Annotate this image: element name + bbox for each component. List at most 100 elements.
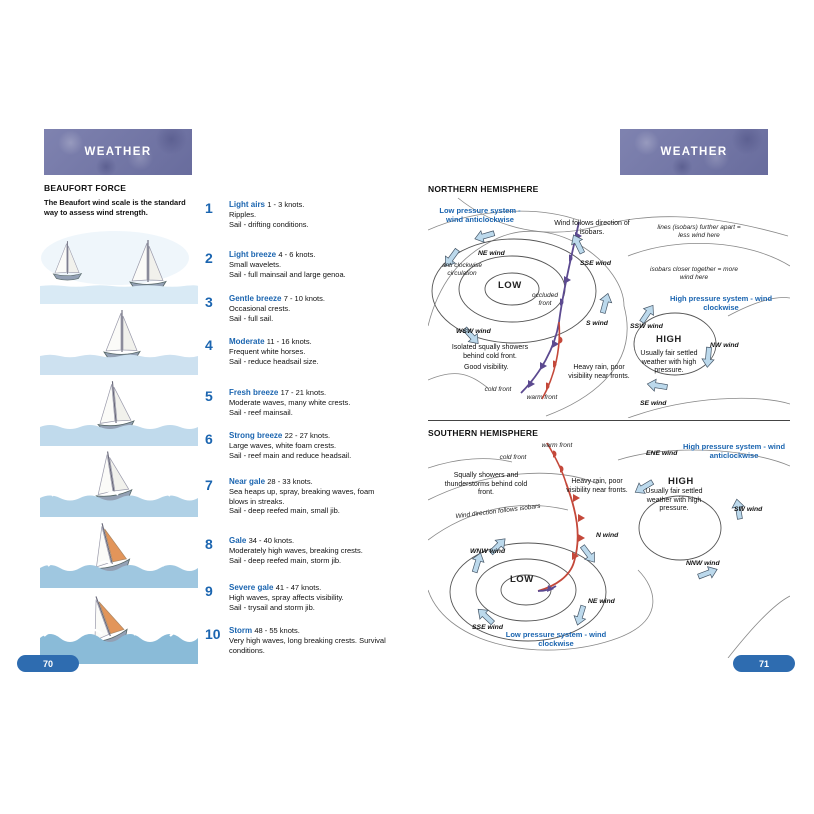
label-ssw-wind: SSW wind <box>630 323 663 330</box>
occluded-front <box>537 585 557 592</box>
boat-illustration-storm <box>40 589 198 664</box>
beaufort-name: Gentle breeze <box>229 294 282 303</box>
beaufort-desc: Occasional crests. <box>229 304 291 313</box>
beaufort-number: 7 <box>205 477 213 493</box>
label-sse-wind: SSE wind <box>472 624 503 631</box>
beaufort-item-9: 9 Severe gale 41 - 47 knots. High waves,… <box>205 583 395 612</box>
beaufort-knots: 22 - 27 knots. <box>284 431 331 440</box>
beaufort-desc: Sail - deep reefed main, small jib. <box>229 506 340 515</box>
chapter-badge-right: WEATHER <box>620 129 768 175</box>
beaufort-knots: 28 - 33 knots. <box>267 477 313 486</box>
beaufort-name: Storm <box>229 626 253 635</box>
beaufort-knots: 17 - 21 knots. <box>280 388 327 397</box>
label-ene-wind: ENE wind <box>646 450 678 457</box>
beaufort-knots: 11 - 16 knots. <box>266 337 312 346</box>
beaufort-item-4: 4 Moderate 11 - 16 knots. Frequent white… <box>205 337 395 366</box>
beaufort-desc: Ripples. <box>229 210 257 219</box>
page-number-right: 71 <box>733 655 795 672</box>
beaufort-desc: Moderately high waves, breaking crests. <box>229 546 363 555</box>
beaufort-name: Near gale <box>229 477 266 486</box>
label-low-pressure-system: Low pressure system - wind clockwise <box>505 630 607 648</box>
label-low: LOW <box>510 574 534 585</box>
beaufort-knots: 1 - 3 knots. <box>267 200 305 209</box>
isobar-lines <box>428 197 790 418</box>
boat-illustrations <box>40 228 198 664</box>
beaufort-number: 9 <box>205 583 213 599</box>
label-n-wind: N wind <box>596 532 619 539</box>
beaufort-number: 3 <box>205 294 213 310</box>
northern-hemisphere-title: NORTHERN HEMISPHERE <box>428 184 539 194</box>
beaufort-intro: The Beaufort wind scale is the standard … <box>44 198 186 217</box>
beaufort-knots: 34 - 40 knots. <box>248 536 295 545</box>
label-sse-wind: SSE wind <box>580 260 611 267</box>
beaufort-number: 4 <box>205 337 213 353</box>
beaufort-desc: High waves, spray affects visibility. <box>229 593 344 602</box>
beaufort-item-10: 10 Storm 48 - 55 knots. Very high waves,… <box>205 626 395 655</box>
beaufort-item-6: 6 Strong breeze 22 - 27 knots. Large wav… <box>205 431 395 460</box>
cold-front <box>537 482 585 592</box>
label-high-pressure-system: High pressure system - wind clockwise <box>669 294 773 312</box>
label-squally-showers: Isolated squally showers behind cold fro… <box>451 344 529 360</box>
beaufort-force-title: BEAUFORT FORCE <box>44 183 127 193</box>
label-nw-wind: NW wind <box>710 342 739 349</box>
isobar-lines <box>428 449 790 658</box>
beaufort-item-7: 7 Near gale 28 - 33 knots. Sea heaps up,… <box>205 477 395 516</box>
label-wnw-wind: WNW wind <box>470 548 506 555</box>
beaufort-item-8: 8 Gale 34 - 40 knots. Moderately high wa… <box>205 536 395 565</box>
boat-illustration-gale <box>40 518 198 588</box>
cold-front <box>520 321 560 394</box>
beaufort-desc: Sail - full mainsail and large genoa. <box>229 269 346 279</box>
label-wind-follows: Wind follows direction of isobars. <box>554 220 630 236</box>
label-high-pressure-system: High pressure system - wind anticlockwis… <box>682 442 786 460</box>
beaufort-number: 1 <box>205 200 213 216</box>
beaufort-desc: Very high waves, long breaking crests. S… <box>229 636 386 655</box>
label-heavy-rain: Heavy rain, poor visibility near fronts. <box>568 364 630 380</box>
pressure-isobars <box>449 495 722 642</box>
beaufort-knots: 41 - 47 knots. <box>275 583 322 592</box>
label-occluded-front: occluded front <box>531 292 559 307</box>
label-isobars-closer: isobars closer together = more wind here <box>650 266 738 281</box>
label-high: HIGH <box>656 334 682 345</box>
warm-front <box>546 442 567 484</box>
beaufort-name: Strong breeze <box>229 431 283 440</box>
section-divider <box>428 420 790 421</box>
chapter-badge-left: WEATHER <box>44 129 192 175</box>
warm-front <box>541 321 563 400</box>
occluded-front <box>558 221 582 323</box>
southern-diagram-art <box>428 442 790 658</box>
beaufort-name: Light breeze <box>229 250 277 259</box>
pressure-isobars <box>431 238 717 376</box>
beaufort-desc: Sail - deep reefed main, storm jib. <box>229 555 342 565</box>
chapter-badge-label: WEATHER <box>660 146 728 158</box>
beaufort-name: Gale <box>229 536 247 545</box>
beaufort-name: Light airs <box>229 200 266 209</box>
northern-diagram-art <box>428 197 790 418</box>
boat-illustration-gentle <box>40 379 198 446</box>
beaufort-desc: Sail - drifting conditions. <box>229 219 309 229</box>
beaufort-item-3: 3 Gentle breeze 7 - 10 knots. Occasional… <box>205 294 395 323</box>
beaufort-desc: Frequent white horses. <box>229 347 306 356</box>
beaufort-knots: 7 - 10 knots. <box>283 294 325 303</box>
beaufort-name: Severe gale <box>229 583 274 592</box>
label-se-wind: SE wind <box>640 400 667 407</box>
beaufort-desc: Sail - reef mainsail. <box>229 407 293 417</box>
beaufort-desc: Sea heaps up, spray, breaking waves, foa… <box>229 487 375 506</box>
beaufort-knots: 48 - 55 knots. <box>254 626 300 635</box>
beaufort-number: 6 <box>205 431 213 447</box>
northern-hemisphere-diagram: Low pressure system - wind anticlockwise… <box>428 196 790 418</box>
beaufort-name: Fresh breeze <box>229 388 279 397</box>
beaufort-desc: Sail - full sail. <box>229 313 274 323</box>
label-sw-wind: SW wind <box>734 506 763 513</box>
label-cold-front: cold front <box>484 386 512 393</box>
label-fair-weather: Usually fair settled weather with high p… <box>640 350 698 374</box>
beaufort-name: Moderate <box>229 337 265 346</box>
beaufort-desc: Sail - trysail and storm jib. <box>229 602 315 612</box>
label-squally-showers: Squally showers and thunderstorms behind… <box>444 472 528 496</box>
label-good-visibility: Good visibility. <box>464 364 509 371</box>
label-warm-front: warm front <box>541 442 573 449</box>
label-fair-weather: Usually fair settled weather with high p… <box>645 488 703 512</box>
beaufort-desc: Moderate waves, many white crests. <box>229 398 351 407</box>
label-heavy-rain: Heavy rain, poor visibility near fronts. <box>566 478 628 494</box>
beaufort-desc: Sail - reduce headsail size. <box>229 356 319 366</box>
label-anticlockwise-circulation: anti clockwise circulation <box>441 262 483 277</box>
